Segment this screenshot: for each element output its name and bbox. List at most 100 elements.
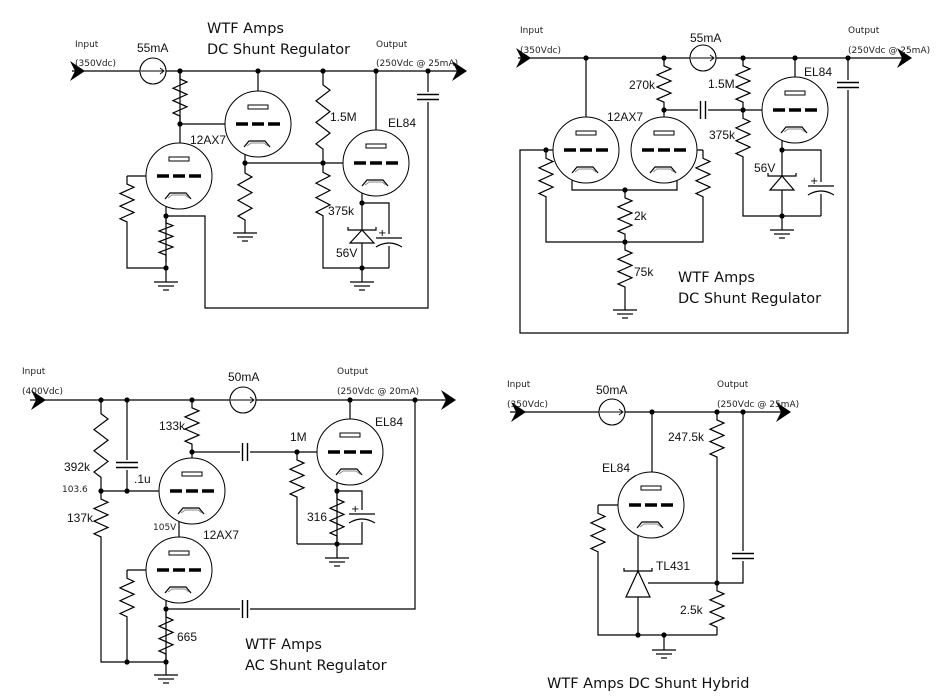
diode-triangle — [768, 175, 796, 191]
tube-label-el84: EL84 — [388, 116, 416, 130]
terminal-arrow-icon — [516, 48, 531, 68]
source-arrowhead — [249, 396, 255, 404]
input-voltage: (350Vdc) — [520, 46, 561, 56]
wire — [166, 71, 429, 309]
ground-icon — [325, 557, 349, 567]
output-label: Output — [337, 367, 369, 377]
tube-heater — [652, 168, 675, 173]
resistor-zigzag — [288, 452, 306, 505]
electrolytic-capacitor: + — [807, 176, 835, 196]
capacitor — [240, 600, 250, 618]
output-spec: (250Vdc @ 25mA) — [717, 400, 799, 410]
vacuum-tube — [224, 90, 292, 158]
title-line1: WTF Amps — [207, 21, 284, 37]
current-source-label: 50mA — [596, 383, 627, 397]
input-label: Input — [75, 40, 99, 50]
resistor — [328, 491, 346, 544]
wire — [179, 71, 225, 125]
source-arrowhead — [618, 408, 624, 416]
current-source-icon — [139, 57, 167, 85]
tube-cathode — [335, 468, 363, 476]
output-spec: (250Vdc @ 25mA) — [848, 46, 930, 56]
resistor-label-137k: 137k — [67, 511, 94, 525]
wire — [322, 225, 389, 269]
resistor-label-375k: 375k — [709, 128, 736, 142]
junction-dot — [334, 541, 340, 547]
cap-gap — [732, 551, 754, 561]
capacitor — [116, 460, 138, 470]
diode-bar — [767, 173, 797, 177]
resistor — [589, 505, 607, 560]
title-line1: WTF Amps — [245, 637, 322, 653]
junction-dot — [740, 409, 746, 415]
tube-heater — [574, 168, 597, 173]
tube-label-12ax7: 12AX7 — [190, 133, 226, 147]
resistor-zigzag — [183, 400, 201, 452]
junction-dot — [163, 265, 169, 271]
tube-heater — [783, 128, 806, 133]
junction-dot — [242, 160, 248, 166]
title-line2: DC Shunt Regulator — [678, 291, 821, 307]
resistor — [708, 412, 726, 465]
junction-dot — [740, 55, 746, 61]
junction-dot — [163, 659, 169, 665]
resistor — [118, 570, 136, 625]
cap-gap — [417, 92, 439, 102]
tube-label-12ax7: 12AX7 — [607, 110, 643, 124]
tube-label-el84: EL84 — [804, 65, 832, 79]
resistor-zigzag — [93, 400, 109, 491]
wire — [742, 165, 821, 217]
resistor-zigzag — [708, 583, 726, 635]
junction-dot — [359, 200, 365, 206]
junction-dot — [779, 213, 785, 219]
tube-cathode — [649, 166, 677, 174]
zener-label: 56V — [754, 161, 775, 175]
resistor-zigzag — [537, 150, 555, 205]
source-arrowhead — [709, 54, 715, 62]
diode-triangle — [625, 569, 651, 598]
junction-dot — [320, 68, 326, 74]
junction-dot — [779, 147, 785, 153]
resistor-label-1-5m: 1.5M — [708, 77, 735, 91]
resistor-zigzag — [92, 491, 110, 545]
diode-triangle — [348, 229, 376, 244]
title-line2: AC Shunt Regulator — [245, 658, 387, 674]
junction-dot — [845, 55, 851, 61]
capacitor — [837, 80, 859, 90]
cap-plate-curved — [375, 242, 403, 248]
vacuum-tube — [145, 536, 213, 604]
resistor-label-247-5k: 247.5k — [668, 430, 705, 444]
current-source-icon — [689, 44, 717, 72]
capacitor — [698, 101, 708, 119]
cap-plate-curved — [348, 518, 376, 524]
cathode-voltage-label: 105V — [153, 523, 177, 533]
junction-dot — [649, 409, 655, 415]
junction-dot — [583, 55, 589, 61]
current-source-label: 55mA — [690, 31, 721, 45]
electrolytic-capacitor: + — [375, 228, 403, 248]
resistor-zigzag — [694, 150, 712, 205]
resistor-label-2k: 2k — [634, 209, 648, 223]
junction-dot — [792, 55, 798, 61]
zener-diode — [623, 568, 653, 598]
resistor-zigzag — [171, 71, 189, 124]
tube-cathode — [243, 140, 271, 148]
cap-gap — [240, 443, 250, 461]
resistor — [93, 400, 109, 491]
junction-dot — [98, 397, 104, 403]
plus-sign: + — [810, 176, 818, 187]
junction-dot — [124, 397, 130, 403]
diode-bar — [623, 568, 653, 572]
junction-dot — [124, 488, 130, 494]
capacitor — [417, 92, 439, 102]
ground-icon — [350, 281, 374, 291]
junction-dot — [98, 488, 104, 494]
resistor-zigzag — [616, 242, 634, 295]
wire — [100, 545, 166, 663]
resistor-label-75k: 75k — [634, 265, 654, 279]
tube-cathode — [361, 179, 389, 187]
resistor-label-665: 665 — [177, 630, 197, 644]
cap-gap — [116, 460, 138, 470]
junction-dot — [425, 68, 431, 74]
junction-dot — [189, 449, 195, 455]
